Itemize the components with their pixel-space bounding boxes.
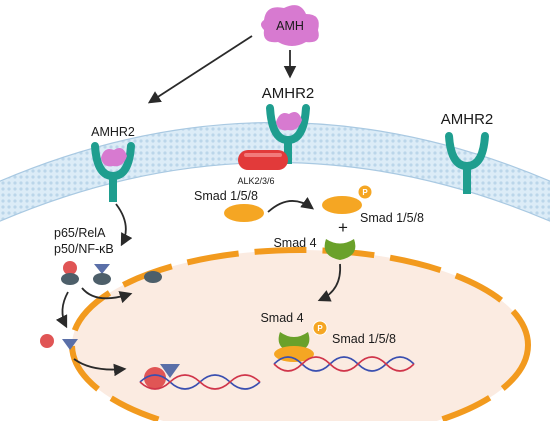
smad158-b-label: Smad 1/5/8 (360, 211, 424, 225)
p65-free (40, 334, 54, 348)
smad4-free: Smad 4 (273, 236, 356, 260)
arrow-nfkb-down (55, 291, 69, 329)
arrow-to-dna-left (73, 358, 127, 377)
amhr2-left-receptor: AMHR2 (91, 125, 135, 202)
arrow-amh-to-left-receptor (147, 35, 253, 104)
amhr2-center-receptor: AMHR2 (262, 85, 315, 164)
nfkb-complex-2 (93, 264, 111, 285)
nfkb-bound-dna (144, 364, 180, 389)
smad158-phosphorylated: P Smad 1/5/8 (322, 184, 424, 225)
p65-label: p65/RelA (54, 226, 106, 240)
dna-left (139, 374, 261, 390)
plus-sign: + (338, 218, 348, 237)
nfkb-complex-1 (61, 261, 79, 285)
arrow-left-receptor-down (115, 203, 133, 247)
phospho-b-label: P (317, 324, 323, 333)
alk-label: ALK2/3/6 (237, 176, 274, 186)
smad-complex-nuclear: Smad 4 P Smad 1/5/8 (260, 311, 396, 362)
p50-label: p50/NF-κB (54, 242, 114, 256)
arrow-phosphorylation (267, 196, 315, 213)
amh-bound-center (276, 112, 302, 131)
amh-bound-left (101, 148, 127, 167)
dna-right (273, 356, 415, 372)
amhr2-center-label: AMHR2 (262, 85, 315, 102)
phospho-badge (357, 184, 373, 200)
amhr2-right-receptor: AMHR2 (441, 111, 494, 194)
nuclear-envelope (69, 247, 531, 421)
arrow-nfkb-release (81, 287, 133, 304)
amh-label: AMH (276, 19, 304, 33)
smad158-inactive: Smad 1/5/8 (194, 189, 264, 222)
amhr2-right-label: AMHR2 (441, 111, 494, 128)
phospho-a-label: P (362, 188, 368, 197)
amhr2-left-label: AMHR2 (91, 125, 135, 139)
smad4-a-label: Smad 4 (273, 236, 316, 250)
amh-ligand: AMH (261, 5, 319, 47)
triangle-free (62, 339, 78, 350)
smad158-a-label: Smad 1/5/8 (194, 189, 258, 203)
p50-free (144, 271, 162, 283)
smad158-c-label: Smad 1/5/8 (332, 332, 396, 346)
alk-receptor: ALK2/3/6 (237, 150, 288, 186)
arrow-smad-to-nucleus (317, 263, 342, 302)
smad4-b-label: Smad 4 (260, 311, 303, 325)
nucleus (69, 247, 531, 421)
